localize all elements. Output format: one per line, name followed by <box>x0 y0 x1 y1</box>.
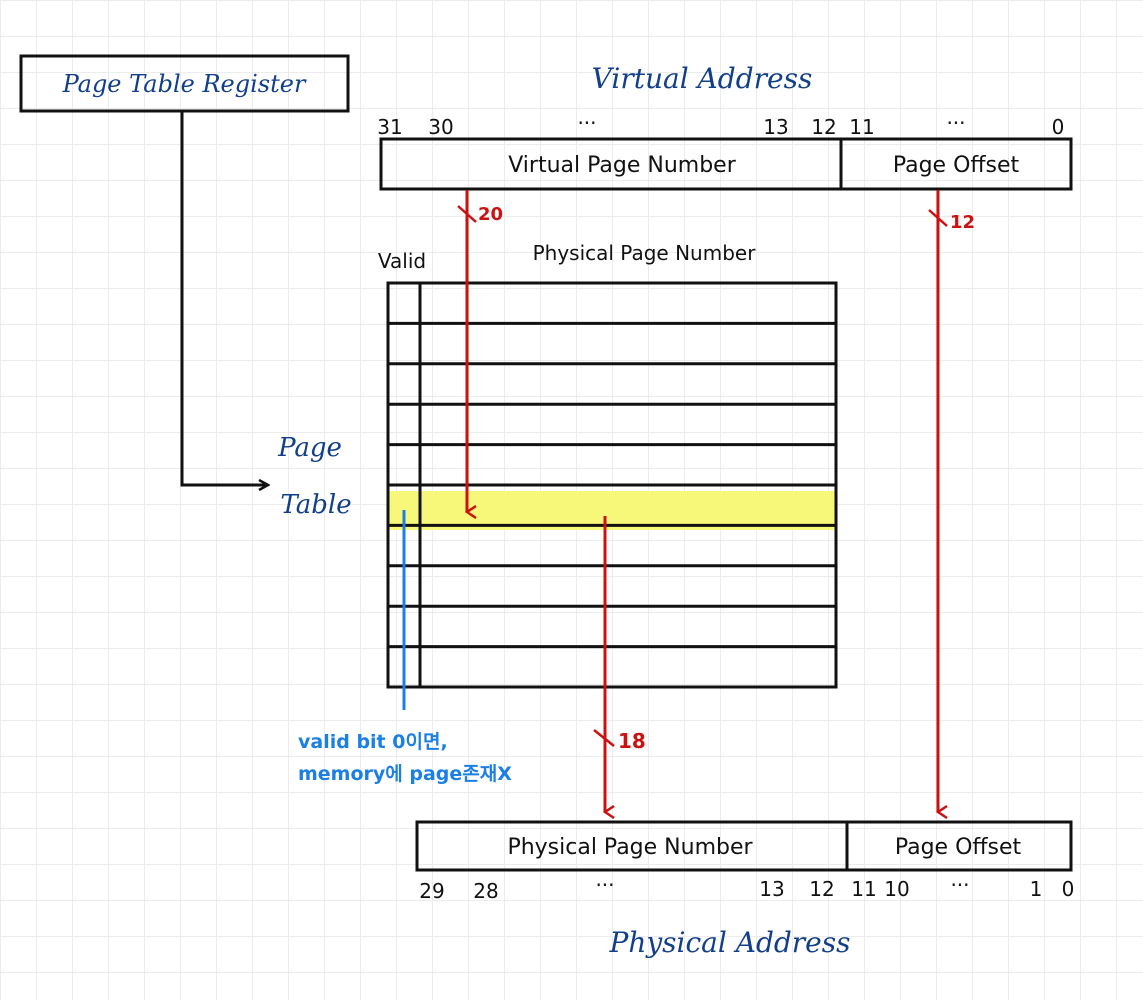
virtual-address-title: Virtual Address <box>592 62 813 95</box>
pa-offset-field: Page Offset <box>895 835 1022 860</box>
valid-bit-note-line1: valid bit 0이면, <box>298 731 448 753</box>
pa-bit-29: 29 <box>419 879 444 903</box>
virtual-address-box <box>379 137 1073 191</box>
va-bit-12: 12 <box>811 115 836 139</box>
va-vpn-field: Virtual Page Number <box>508 153 736 178</box>
pa-bit-28: 28 <box>473 879 498 903</box>
ppn-column-header: Physical Page Number <box>533 241 757 265</box>
vpn-width-label: 20 <box>478 204 503 225</box>
offset-width-label: 12 <box>950 212 975 233</box>
page-table-label-line1: Page <box>277 433 342 463</box>
page-table-register-box <box>19 54 350 113</box>
pa-bit-11: 11 <box>851 877 876 901</box>
pa-bit-13: 13 <box>759 877 784 901</box>
ppn-width-slash <box>593 729 615 747</box>
pa-bit-0: 0 <box>1062 877 1075 901</box>
valid-bit-note-line2: memory에 page존재X <box>298 763 512 785</box>
pa-bit-ellipsis-low: ··· <box>950 873 969 897</box>
pa-ppn-field: Physical Page Number <box>507 835 753 860</box>
va-bit-30: 30 <box>428 115 453 139</box>
va-bit-13: 13 <box>763 115 788 139</box>
physical-address-title: Physical Address <box>608 926 850 959</box>
va-bit-31: 31 <box>377 115 402 139</box>
physical-address-box <box>415 820 1073 872</box>
va-bit-ellipsis-low: ··· <box>946 111 965 135</box>
vpn-width-slash <box>457 205 477 223</box>
page-table-label-line2: Table <box>280 490 351 520</box>
va-bit-ellipsis-high: ··· <box>577 111 596 135</box>
highlighted-table-row <box>388 491 836 530</box>
va-offset-field: Page Offset <box>893 153 1020 178</box>
page-table-register-label: Page Table Register <box>62 70 307 98</box>
pa-bit-12: 12 <box>809 877 834 901</box>
va-bit-11: 11 <box>849 115 874 139</box>
pa-bit-1: 1 <box>1030 877 1043 901</box>
ppn-width-label: 18 <box>618 729 646 753</box>
valid-column-header: Valid <box>378 249 426 273</box>
va-bit-0: 0 <box>1052 115 1065 139</box>
offset-width-slash <box>928 209 948 227</box>
page-table-rows <box>388 321 836 649</box>
pa-bit-10: 10 <box>884 877 909 901</box>
pa-bit-ellipsis-high: ··· <box>595 873 614 897</box>
register-to-table-arrow <box>180 112 268 485</box>
